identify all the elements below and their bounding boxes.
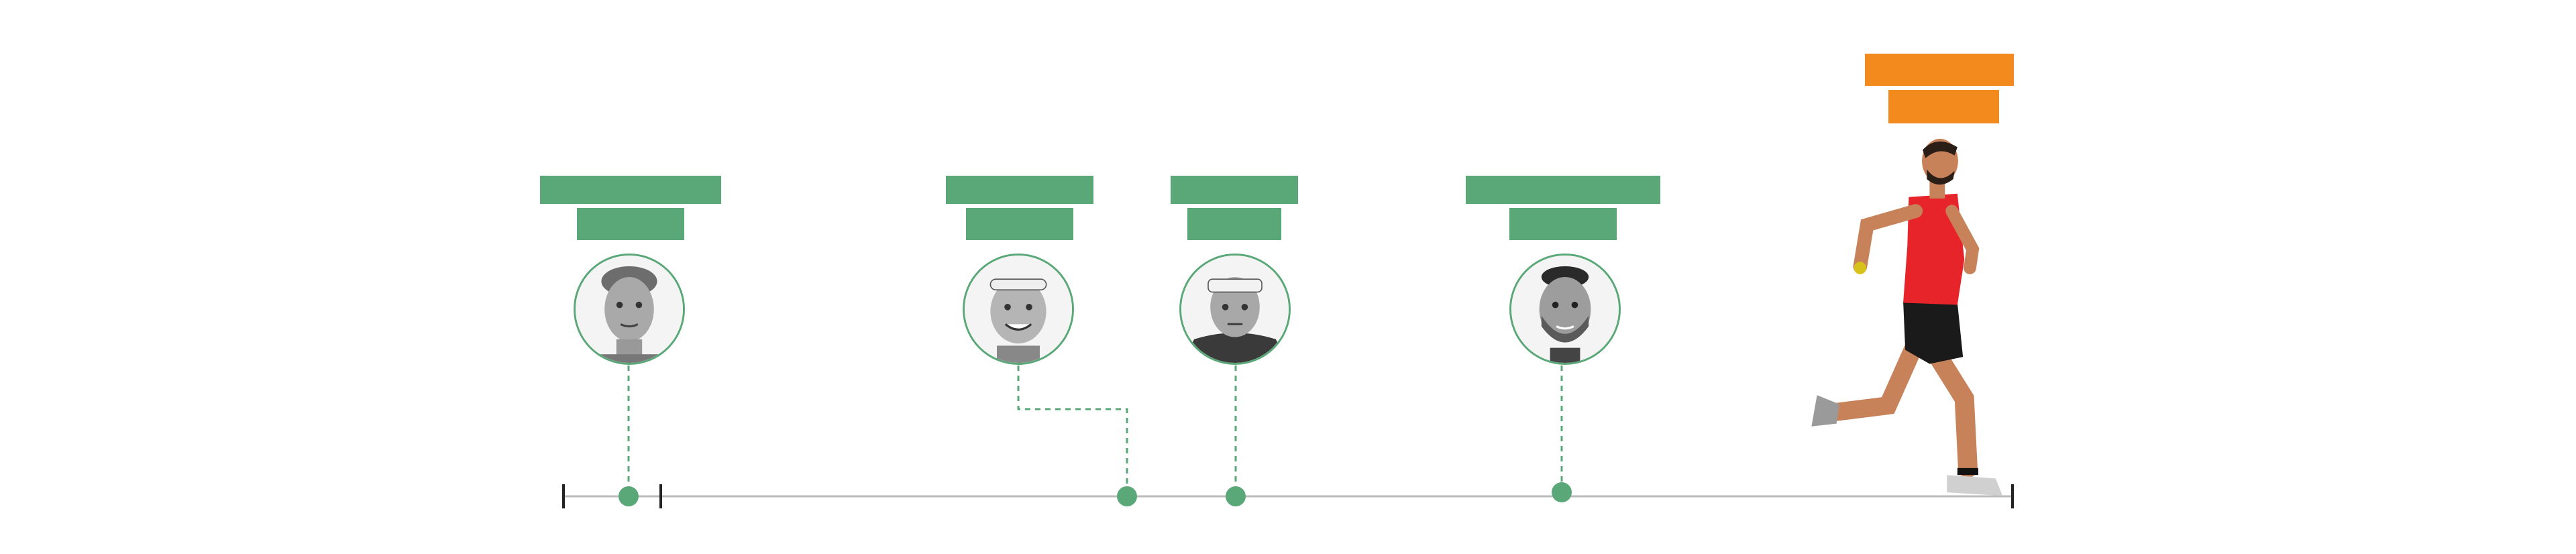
entry-1-label-bar-top xyxy=(540,176,721,204)
running-athlete-icon[interactable] xyxy=(1771,121,2033,510)
runner-label-bar-bottom xyxy=(1888,90,1999,123)
runner-label-bar-top xyxy=(1865,54,2014,86)
entry-2-label-bar-top xyxy=(946,176,1093,204)
person-photo-icon xyxy=(965,256,1072,363)
person-photo-icon xyxy=(576,256,683,363)
entry-4-label-bar-bottom xyxy=(1509,208,1617,240)
entry-3-label-bar-bottom xyxy=(1187,208,1281,240)
person-photo-icon xyxy=(1181,256,1289,363)
connector-2 xyxy=(1017,366,1128,496)
entry-4-label-bar-top xyxy=(1466,176,1660,204)
entry-2-label-bar-bottom xyxy=(966,208,1073,240)
person-photo-icon xyxy=(1511,256,1619,363)
entry-4-avatar[interactable] xyxy=(1509,254,1621,365)
timeline-marker-1[interactable] xyxy=(619,486,639,506)
entry-3-label-bar-top xyxy=(1171,176,1298,204)
timeline-marker-3[interactable] xyxy=(1226,486,1246,506)
entry-3-avatar[interactable] xyxy=(1179,254,1291,365)
entry-1-label-bar-bottom xyxy=(577,208,684,240)
entry-2-avatar[interactable] xyxy=(963,254,1074,365)
timeline-marker-4[interactable] xyxy=(1552,482,1572,502)
timeline-marker-2[interactable] xyxy=(1117,486,1137,506)
entry-1-avatar[interactable] xyxy=(574,254,685,365)
